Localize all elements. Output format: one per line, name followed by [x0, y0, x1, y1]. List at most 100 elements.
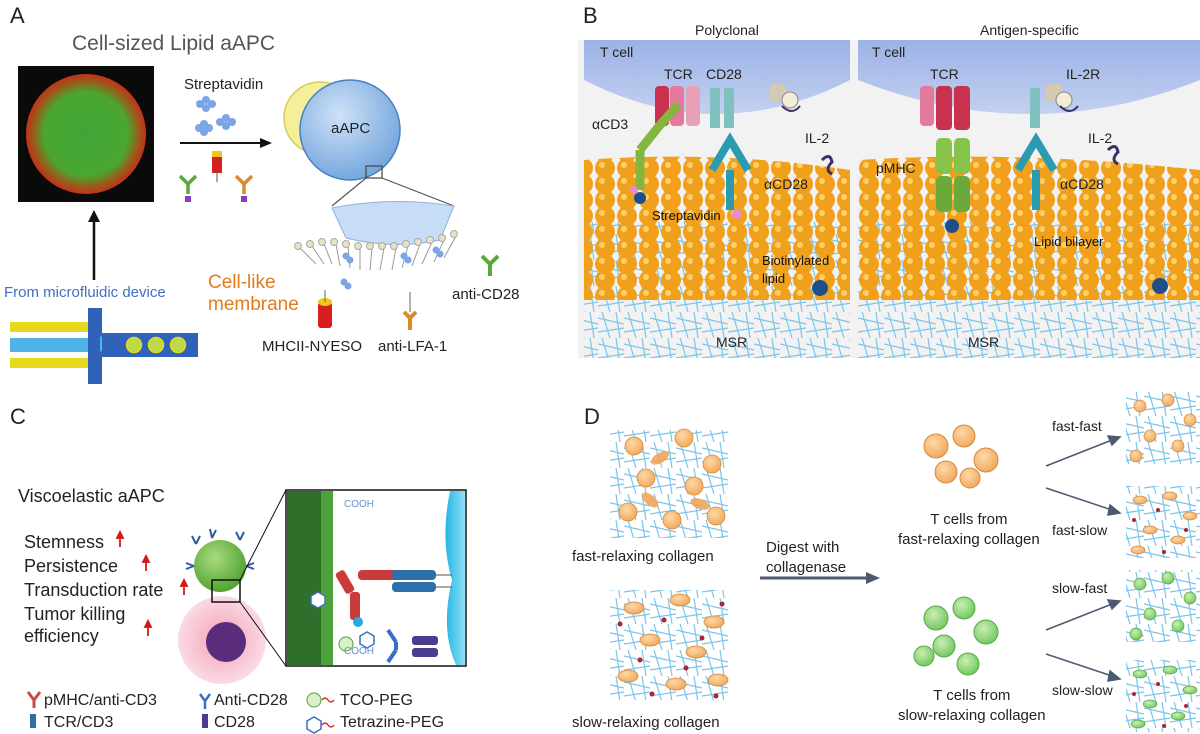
legend-icons-c [26, 691, 335, 734]
zoom-box-c [211, 579, 241, 603]
pmhc-label: pMHC [876, 160, 916, 176]
cd28-polyclonal [708, 88, 752, 210]
panel-c [26, 489, 467, 734]
anticd28-legend-icon [198, 693, 212, 709]
panel-c-letter: C [10, 404, 26, 429]
digest-label: Digest with collagenase [766, 538, 846, 578]
msr-label-left: MSR [716, 334, 748, 350]
result-gel-fast-slow [1126, 486, 1200, 558]
panel-c-title: Viscoelastic aAPC [18, 486, 165, 506]
tcells-fast-line2: fast-relaxing collagen [898, 531, 1040, 548]
cd28-legend-icon [202, 714, 208, 728]
anti-lfa-icon [402, 292, 418, 330]
cell-like-line2: membrane [208, 294, 299, 315]
msr-label-right: MSR [968, 334, 1000, 350]
cd28-zoom [386, 628, 438, 664]
cooh-bottom-label: COOH [344, 646, 374, 657]
fast-slow-label: fast-slow [1052, 522, 1108, 538]
ligand-mix-icon [178, 151, 254, 202]
cooh-top-label: COOH [344, 499, 374, 510]
mhcii-nyeso-icon [318, 290, 332, 328]
acd3-antibody [635, 101, 682, 190]
panel-d [610, 392, 1200, 732]
mhc-label: MHCII-NYESO [262, 338, 363, 355]
legend-tcr: TCR/CD3 [44, 714, 114, 731]
il2-label-left: IL-2 [805, 130, 830, 146]
tcr-label-right: TCR [930, 66, 959, 82]
legend-pmhc: pMHC/anti-CD3 [44, 692, 157, 709]
acd28-label-right: αCD28 [1060, 176, 1104, 192]
result-gel-slow-slow [1126, 660, 1200, 732]
il2-molecule-left [820, 155, 834, 176]
tcr-legend-icon [30, 714, 36, 728]
anti-cd28-label: anti-CD28 [452, 286, 520, 303]
legend-anticd28: Anti-CD28 [214, 692, 288, 709]
tcells-fast-line1: T cells from [930, 511, 1008, 528]
digest-line2: collagenase [766, 559, 847, 576]
slow-collagen-label: slow-relaxing collagen [572, 714, 720, 731]
tetrazine-legend-icon [306, 716, 322, 734]
lipid-bilayer-label: Lipid bilayer [1034, 234, 1104, 249]
tcell-label-right: T cell [872, 44, 906, 60]
panel-b-letter: B [583, 3, 598, 28]
streptavidin-icon [195, 96, 236, 136]
polyclonal-title: Polyclonal [695, 22, 759, 38]
biotinylated-lipid-label: Biotinylated lipid [762, 252, 829, 288]
tetrazine-hex-zoom [310, 591, 326, 609]
viscoelastic-aapc-ball [194, 540, 246, 592]
property-transduction: Transduction rate [24, 580, 164, 600]
digest-line1: Digest with [766, 539, 840, 556]
il2-label-right: IL-2 [1088, 130, 1113, 146]
streptavidin-label: Streptavidin [184, 76, 264, 93]
acd28-label-left: αCD28 [764, 176, 808, 192]
streptavidin-on-membrane [340, 246, 444, 290]
antibodies-on-aapc [185, 528, 255, 570]
tcell-label-left: T cell [600, 44, 634, 60]
cell-like-membrane-label: Cell-like membrane [208, 272, 299, 316]
aapc-label: aAPC [331, 120, 371, 137]
streptavidin-b-label: Streptavidin [652, 208, 721, 223]
microfluidic-device-icon [10, 308, 198, 384]
fast-collagen-label: fast-relaxing collagen [572, 548, 714, 565]
property-persistence: Persistence [24, 556, 119, 576]
pmhc-complex [936, 138, 970, 233]
property-tumor-killing: Tumor killing [24, 604, 126, 624]
legend-tco: TCO-PEG [340, 692, 413, 709]
panel-a-letter: A [10, 3, 25, 28]
legend-tetrazine: Tetrazine-PEG [340, 714, 445, 731]
panel-d-letter: D [584, 404, 600, 429]
tcells-slow-line2: slow-relaxing collagen [898, 707, 1046, 724]
cd28-antigen [1014, 88, 1058, 210]
tumor-nucleus [206, 622, 246, 662]
slow-fast-label: slow-fast [1052, 580, 1108, 596]
antigen-specific-subpanel [858, 40, 1200, 358]
result-gel-fast-fast [1126, 392, 1200, 464]
panel-b [578, 40, 1200, 358]
il2-molecule-right [1106, 145, 1120, 166]
biotin-line2: lipid [762, 271, 786, 286]
panel-a [10, 66, 500, 384]
cell-like-line1: Cell-like [208, 272, 276, 293]
tco-circle-zoom [338, 636, 354, 652]
fast-fast-label: fast-fast [1052, 418, 1102, 434]
branch-arrows [1045, 435, 1122, 682]
microfluidic-label: From microfluidic device [4, 284, 166, 301]
lipid-heads [294, 230, 458, 250]
tcr-antigen [920, 86, 970, 130]
tcr-label-left: TCR [664, 66, 693, 82]
slow-slow-label: slow-slow [1052, 682, 1113, 698]
fast-collagen-gel [610, 428, 728, 538]
anti-lfa-label: anti-LFA-1 [378, 338, 448, 355]
polyclonal-subpanel [584, 40, 850, 358]
legend-cd28: CD28 [214, 714, 255, 731]
panel-a-title: Cell-sized Lipid aAPC [72, 32, 276, 55]
tco-legend-icon [306, 692, 322, 708]
cell-like-membrane [331, 200, 455, 245]
acd3-label: αCD3 [592, 116, 629, 132]
il2r-label: IL-2R [1066, 66, 1101, 82]
aapc-sphere [299, 79, 401, 181]
tcells-slow-label: T cells from slow-relaxing collagen [898, 686, 1046, 726]
tcells-fast-label: T cells from fast-relaxing collagen [898, 510, 1040, 550]
biotin-line1: Biotinylated [762, 253, 830, 268]
